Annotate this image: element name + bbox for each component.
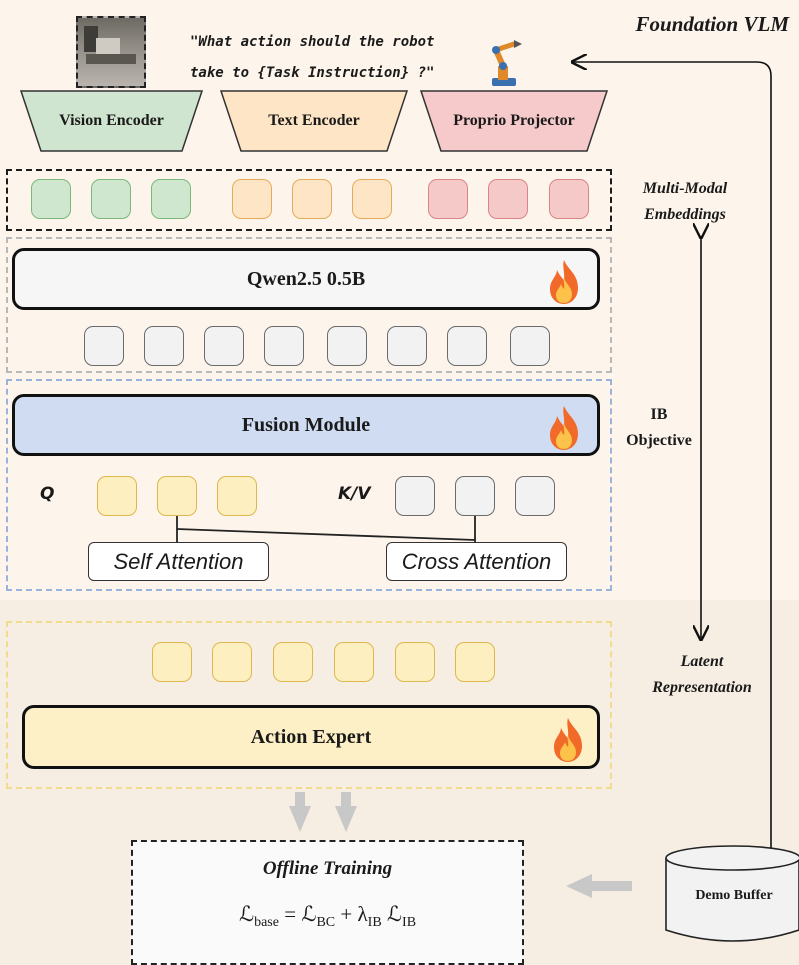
- text-encoder: Text Encoder: [220, 90, 408, 152]
- foundation-vlm-title: Foundation VLM: [635, 12, 789, 36]
- fusion-module-label: Fusion Module: [241, 413, 371, 436]
- key-value-label: K/V: [338, 484, 371, 504]
- scene-image: [76, 16, 146, 88]
- key-value-token: [455, 476, 495, 516]
- query-token: [157, 476, 197, 516]
- robot-arm-icon: [492, 40, 522, 86]
- offline-training-box: Offline Training ℒbase = ℒBC + λIB ℒIB: [131, 840, 524, 965]
- prompt-line-1: "What action should the robot: [190, 34, 435, 50]
- llm-output-token: [264, 326, 304, 366]
- llm-output-token: [387, 326, 427, 366]
- offline-training-title: Offline Training: [262, 858, 393, 879]
- self-attention-box: Self Attention: [88, 542, 269, 581]
- proprio-token: [488, 179, 528, 219]
- text-token: [232, 179, 272, 219]
- llm-output-token: [447, 326, 487, 366]
- loss-sub-bc: BC: [316, 915, 336, 931]
- query-label: Q: [40, 484, 55, 504]
- fire-icon: [550, 406, 578, 450]
- key-value-token: [515, 476, 555, 516]
- proprio-token: [428, 179, 468, 219]
- vision-token: [31, 179, 71, 219]
- task-prompt: "What action should the robot take to {T…: [190, 27, 434, 89]
- loss-formula: ℒbase = ℒBC + λIB ℒIB: [133, 902, 522, 931]
- ib-objective-label: IB Objective: [614, 402, 704, 454]
- cross-attention-box: Cross Attention: [386, 542, 567, 581]
- text-token: [292, 179, 332, 219]
- latent-token: [212, 642, 252, 682]
- loss-symbol: ℒ: [301, 902, 317, 926]
- ib-line-2: Objective: [626, 432, 692, 449]
- latent-line-1: Latent: [680, 653, 724, 670]
- qwen-llm-block: Qwen2.5 0.5B: [12, 248, 600, 310]
- action-expert-label: Action Expert: [250, 725, 372, 748]
- vision-token: [91, 179, 131, 219]
- query-token: [217, 476, 257, 516]
- demo-buffer-label: Demo Buffer: [695, 888, 773, 903]
- loss-sub-ib: IB: [402, 915, 417, 931]
- latent-line-2: Representation: [652, 679, 752, 696]
- plus-lambda: + λ: [335, 902, 368, 926]
- llm-output-token: [327, 326, 367, 366]
- fusion-module-block: Fusion Module: [12, 394, 600, 456]
- vision-encoder-label: Vision Encoder: [59, 112, 164, 129]
- key-value-token: [395, 476, 435, 516]
- ib-line-1: IB: [650, 406, 668, 423]
- multimodal-embeddings-label: Multi-Modal Embeddings: [630, 176, 740, 228]
- latent-representation-label: Latent Representation: [632, 649, 772, 701]
- loss-sub-base: base: [254, 915, 279, 931]
- latent-token: [152, 642, 192, 682]
- latent-token: [455, 642, 495, 682]
- text-token: [352, 179, 392, 219]
- vision-token: [151, 179, 191, 219]
- multimodal-line-1: Multi-Modal: [642, 180, 728, 197]
- prompt-line-2: take to {Task Instruction} ?": [190, 65, 435, 81]
- loss-symbol: ℒ: [238, 902, 255, 926]
- text-encoder-label: Text Encoder: [268, 112, 360, 129]
- latent-token: [395, 642, 435, 682]
- proprio-token: [549, 179, 589, 219]
- llm-output-token: [84, 326, 124, 366]
- latent-token: [334, 642, 374, 682]
- equals-sign: =: [278, 902, 302, 926]
- llm-output-token: [144, 326, 184, 366]
- llm-output-token: [510, 326, 550, 366]
- query-token: [97, 476, 137, 516]
- proprio-projector-label: Proprio Projector: [453, 112, 575, 129]
- proprio-projector: Proprio Projector: [420, 90, 608, 152]
- lambda-sub-ib: IB: [367, 915, 382, 931]
- vision-encoder: Vision Encoder: [20, 90, 203, 152]
- llm-output-token: [204, 326, 244, 366]
- fire-icon: [554, 718, 582, 762]
- action-expert-block: Action Expert: [22, 705, 600, 769]
- fire-icon: [550, 260, 578, 304]
- loss-symbol: ℒ: [381, 902, 403, 926]
- multimodal-line-2: Embeddings: [644, 206, 726, 223]
- qwen-llm-label: Qwen2.5 0.5B: [246, 267, 366, 290]
- latent-token: [273, 642, 313, 682]
